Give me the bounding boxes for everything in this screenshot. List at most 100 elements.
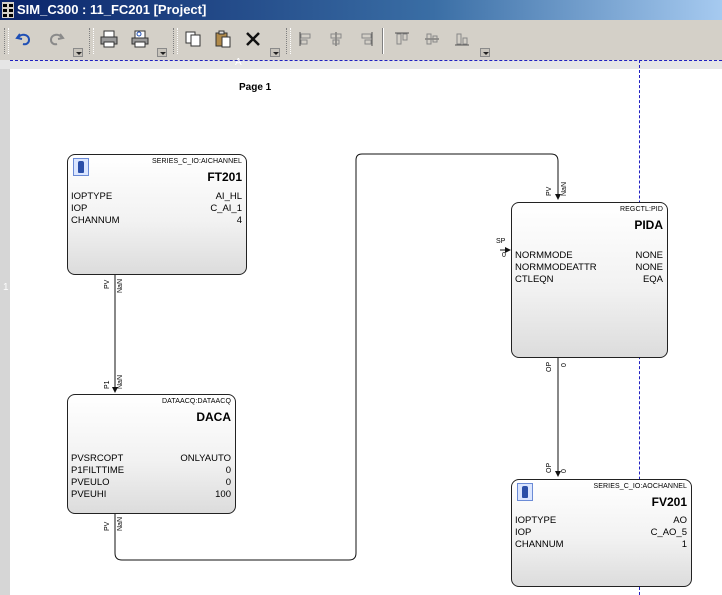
row-ruler: 1 [0, 69, 10, 595]
toolbar-overflow-dropdown[interactable] [270, 48, 280, 57]
paste-icon [215, 30, 231, 48]
print-button[interactable] [97, 27, 121, 51]
align-center-icon [330, 32, 342, 46]
sp-pin-label: SP [496, 238, 506, 245]
delete-button[interactable] [241, 27, 265, 51]
block-name: PIDA [634, 218, 663, 232]
toolbar-grip[interactable] [286, 28, 291, 54]
page-title: Page 1 [239, 82, 272, 93]
undo-icon [15, 33, 31, 46]
param-value: ONLYAUTO [180, 453, 231, 464]
param-value: 1 [681, 539, 687, 550]
wire-daca-to-pida[interactable] [114, 153, 561, 561]
pin-value: NaN [117, 374, 124, 389]
copy-button[interactable] [181, 27, 205, 51]
toolbar-overflow-dropdown[interactable] [480, 48, 490, 57]
pin-label: P1 [104, 380, 111, 389]
param-name: PVEULO [71, 477, 110, 488]
param-value: C_AI_1 [210, 203, 242, 214]
pin-label: PV [104, 521, 111, 531]
block-type: REGCTL:PID [619, 206, 663, 213]
print-icon [100, 30, 118, 48]
align-right-icon [361, 32, 373, 46]
align-right-button[interactable] [354, 27, 378, 51]
block-daca[interactable]: DATAACQ:DATAACQ DACA PVSRCOPT ONLYAUTO P1… [67, 394, 236, 514]
row-label: 1 [3, 282, 9, 293]
param-row[interactable]: CHANNUM 1 [515, 539, 687, 551]
param-name: CTLEQN [515, 274, 554, 285]
param-value: EQA [642, 274, 663, 285]
param-value: AI_HL [215, 191, 242, 202]
block-ft201[interactable]: SERIES_C_IO:AICHANNEL FT201 IOPTYPE AI_HL… [67, 154, 247, 275]
pin-value: NaN [561, 181, 568, 196]
io-channel-icon [517, 483, 533, 501]
toolbar-overflow-dropdown[interactable] [157, 48, 167, 57]
delete-icon [246, 32, 260, 46]
block-type: SERIES_C_IO:AOCHANNEL [593, 483, 687, 490]
param-value: 100 [215, 489, 231, 500]
paste-button[interactable] [211, 27, 235, 51]
align-bottom-icon [455, 33, 469, 46]
toolbar-grip[interactable] [4, 28, 9, 54]
align-left-button[interactable] [294, 27, 318, 51]
pin-label: PV [104, 279, 111, 289]
print-preview-button[interactable] [128, 27, 152, 51]
column-ruler: A [0, 57, 722, 69]
pin-label: PV [546, 186, 553, 196]
param-name: NORMMODEATTR [515, 262, 597, 273]
param-name: IOPTYPE [71, 191, 113, 202]
param-name: PVEUHI [71, 489, 107, 500]
param-value: C_AO_5 [650, 527, 687, 538]
block-type: DATAACQ:DATAACQ [161, 398, 231, 405]
toolbar-separator [382, 28, 384, 54]
ruler-label: A [235, 57, 242, 68]
pin-label: OP [546, 462, 553, 473]
param-value: AO [673, 515, 687, 526]
param-row[interactable]: PVSRCOPT ONLYAUTO [71, 453, 231, 465]
param-value: NONE [635, 262, 663, 273]
align-middle-button[interactable] [420, 27, 444, 51]
param-name: P1FILTTIME [71, 465, 125, 476]
param-row[interactable]: IOP C_AI_1 [71, 203, 242, 215]
align-top-button[interactable] [390, 27, 414, 51]
pin-label: OP [546, 361, 553, 372]
pin-value: NaN [117, 278, 124, 293]
io-channel-icon [73, 158, 89, 176]
block-name: DACA [196, 410, 231, 424]
toolbar-grip[interactable] [173, 28, 178, 54]
param-name: CHANNUM [515, 539, 564, 550]
param-value: 4 [236, 215, 242, 226]
param-row[interactable]: NORMMODEATTR NONE [515, 262, 663, 274]
param-row[interactable]: IOPTYPE AI_HL [71, 191, 242, 203]
copy-icon [185, 31, 201, 47]
align-middle-icon [425, 33, 439, 45]
undo-button[interactable] [12, 27, 36, 51]
param-value: NONE [635, 250, 663, 261]
param-row[interactable]: CTLEQN EQA [515, 274, 663, 286]
pin-value: 0 [561, 363, 568, 367]
block-name: FT201 [207, 170, 242, 184]
param-name: IOP [71, 203, 88, 214]
toolbar-overflow-dropdown[interactable] [73, 48, 83, 57]
print-preview-icon [131, 30, 149, 48]
block-name: FV201 [651, 495, 687, 509]
block-type: SERIES_C_IO:AICHANNEL [151, 158, 242, 165]
toolbar-grip[interactable] [89, 28, 94, 54]
param-row[interactable]: PVEUHI 100 [71, 489, 231, 501]
redo-button[interactable] [44, 27, 68, 51]
align-center-button[interactable] [324, 27, 348, 51]
chart-grid-icon[interactable] [2, 2, 14, 18]
align-bottom-button[interactable] [450, 27, 474, 51]
window-title: SIM_C300 : 11_FC201 [Project] [17, 2, 207, 17]
param-name: PVSRCOPT [71, 453, 124, 464]
pin-value: 0 [561, 469, 568, 473]
